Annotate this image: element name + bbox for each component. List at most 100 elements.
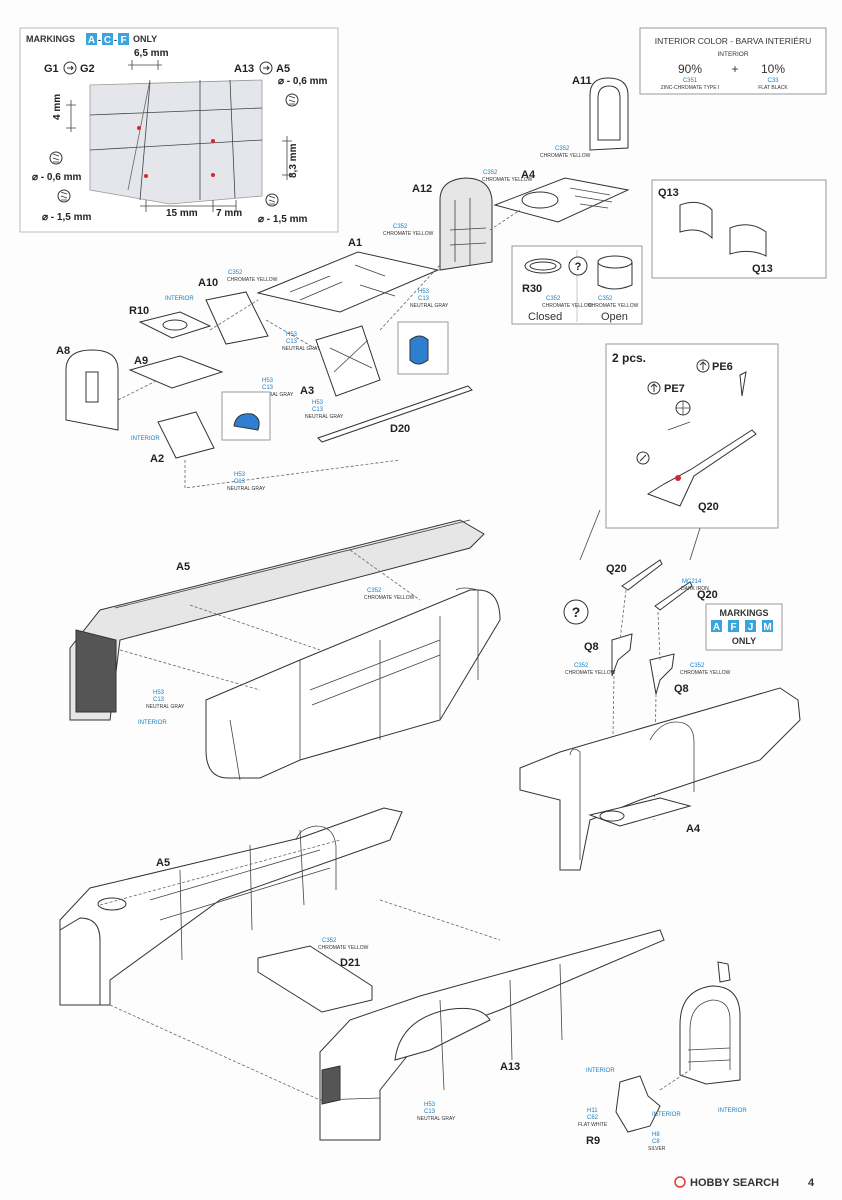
svg-text:-: - bbox=[114, 35, 117, 45]
fuselage-tail-shading bbox=[75, 629, 117, 713]
part-label-a13: A13 bbox=[500, 1061, 520, 1073]
legend-pct2: 10% bbox=[761, 62, 785, 76]
part-label-q13a: Q13 bbox=[658, 187, 679, 199]
part-label-pe7: PE7 bbox=[664, 383, 685, 395]
paint-code: H53 bbox=[418, 289, 430, 295]
paint-code: C13 bbox=[234, 479, 246, 485]
inset-labels: G1 G2 A13 A5 6,5 mm ⌀ - 0,6 mm 4 mm ⌀ - … bbox=[32, 48, 327, 225]
marking-letter: A bbox=[713, 622, 720, 633]
option-closed-label: Closed bbox=[528, 311, 562, 323]
blue-highlight-part bbox=[233, 413, 260, 431]
dimension-0-6mm-b: ⌀ - 0,6 mm bbox=[32, 172, 81, 183]
marking-letter: C bbox=[104, 35, 111, 46]
part-a12-bulkhead bbox=[439, 177, 493, 271]
part-label-a5-inset: A5 bbox=[276, 63, 290, 75]
paint-code: C352 bbox=[228, 270, 243, 276]
part-label-a2: A2 bbox=[150, 453, 164, 465]
paint-name: CHROMATE YELLOW bbox=[318, 945, 369, 951]
part-a1-floor bbox=[256, 251, 440, 313]
paint-interior: INTERIOR bbox=[718, 1108, 747, 1114]
markings-mid-title: MARKINGS bbox=[720, 608, 769, 618]
part-d20-rail bbox=[317, 385, 473, 443]
legend-code2: C33 bbox=[767, 78, 779, 84]
part-a4-floor bbox=[493, 177, 630, 223]
paint-code: MC214 bbox=[682, 579, 702, 585]
paint-interior: INTERIOR bbox=[586, 1068, 615, 1074]
markings-mid-badge: MARKINGS A F J M ONLY bbox=[705, 603, 783, 651]
fuselage-panel-detail bbox=[89, 79, 263, 205]
part-label-a5-top: A5 bbox=[176, 561, 190, 573]
dimension-8-3mm: 8,3 mm bbox=[288, 143, 299, 178]
marking-letter: F bbox=[730, 622, 736, 633]
part-label-q20b: Q20 bbox=[697, 589, 718, 601]
paint-name: NEUTRAL GRAY bbox=[227, 486, 266, 492]
part-label-d21: D21 bbox=[340, 957, 360, 969]
paint-name: CHROMATE YELLOW bbox=[227, 277, 278, 283]
interior-color-legend bbox=[639, 27, 827, 95]
part-label-a3: A3 bbox=[300, 385, 314, 397]
legend-subtitle: INTERIOR bbox=[717, 51, 748, 58]
paint-code: H53 bbox=[312, 400, 324, 406]
drill-icon bbox=[49, 151, 63, 165]
page-number: 4 bbox=[808, 1177, 815, 1189]
paint-code: C352 bbox=[483, 170, 498, 176]
dimension-15mm: 15 mm bbox=[166, 208, 198, 219]
dimension-6-5mm: 6,5 mm bbox=[134, 48, 169, 59]
paint-code: C13 bbox=[312, 407, 324, 413]
paint-code: H53 bbox=[234, 472, 246, 478]
attach-point-marker bbox=[675, 475, 681, 481]
markings-top-prefix: MARKINGS bbox=[26, 34, 75, 44]
part-q13-half bbox=[729, 224, 767, 257]
hobby-search-logo: HOBBY SEARCH bbox=[690, 1177, 779, 1189]
part-label-a4-bottom: A4 bbox=[686, 823, 701, 835]
blue-highlight-part bbox=[409, 335, 429, 365]
part-label-r10: R10 bbox=[129, 305, 149, 317]
paint-code: C352 bbox=[393, 224, 408, 230]
paint-code: C13 bbox=[286, 339, 298, 345]
legend-name2: FLAT BLACK bbox=[758, 85, 788, 91]
paint-interior: INTERIOR bbox=[652, 1112, 681, 1118]
part-label-a5-bottom: A5 bbox=[156, 857, 170, 869]
part-label-r9: R9 bbox=[586, 1135, 600, 1147]
hobby-search-watermark: HOBBY SEARCH bbox=[674, 1176, 779, 1189]
paint-code: C352 bbox=[555, 146, 570, 152]
dimension-4mm: 4 mm bbox=[52, 94, 63, 120]
part-label-q13b: Q13 bbox=[752, 263, 773, 275]
paint-code: C352 bbox=[367, 588, 382, 594]
paint-code: C352 bbox=[546, 296, 561, 302]
part-a10-bulkhead bbox=[205, 291, 269, 345]
dimension-1-5mm-a: ⌀ - 1,5 mm bbox=[42, 212, 91, 223]
paint-code: C13 bbox=[262, 385, 274, 391]
paint-interior: INTERIOR bbox=[165, 296, 194, 302]
paint-name: CHROMATE YELLOW bbox=[588, 303, 639, 309]
markings-top-badge: MARKINGS A - C - F ONLY bbox=[26, 33, 157, 46]
part-label-pe6: PE6 bbox=[712, 361, 733, 373]
part-a3-frame bbox=[315, 325, 381, 397]
part-label-a11: A11 bbox=[572, 75, 592, 87]
part-d21 bbox=[257, 945, 373, 1013]
drill-hole-marker bbox=[211, 139, 215, 143]
part-label-q20: Q20 bbox=[698, 501, 719, 513]
part-q20-gun bbox=[621, 559, 663, 591]
part-label-a9: A9 bbox=[134, 355, 148, 367]
part-label-a12: A12 bbox=[412, 183, 432, 195]
paint-code: H8 bbox=[652, 1132, 660, 1138]
dimension-7mm: 7 mm bbox=[216, 208, 242, 219]
drill-hole-marker bbox=[144, 174, 148, 178]
paint-code: C13 bbox=[424, 1109, 436, 1115]
part-q8-mount bbox=[611, 633, 633, 677]
part-label-q8a: Q8 bbox=[584, 641, 599, 653]
paint-code: C352 bbox=[690, 663, 705, 669]
legend-plus: + bbox=[731, 62, 738, 76]
paint-interior: INTERIOR bbox=[131, 436, 160, 442]
paint-code: C62 bbox=[587, 1115, 599, 1121]
fuselage-section-a4 bbox=[519, 687, 801, 871]
paint-name: NEUTRAL GRAY bbox=[255, 392, 294, 398]
part-label-g2: G2 bbox=[80, 63, 95, 75]
part-q20-gun bbox=[654, 581, 693, 611]
legend-pct1: 90% bbox=[678, 62, 702, 76]
dimension-1-5mm-b: ⌀ - 1,5 mm bbox=[258, 214, 307, 225]
part-label-d20: D20 bbox=[390, 423, 410, 435]
